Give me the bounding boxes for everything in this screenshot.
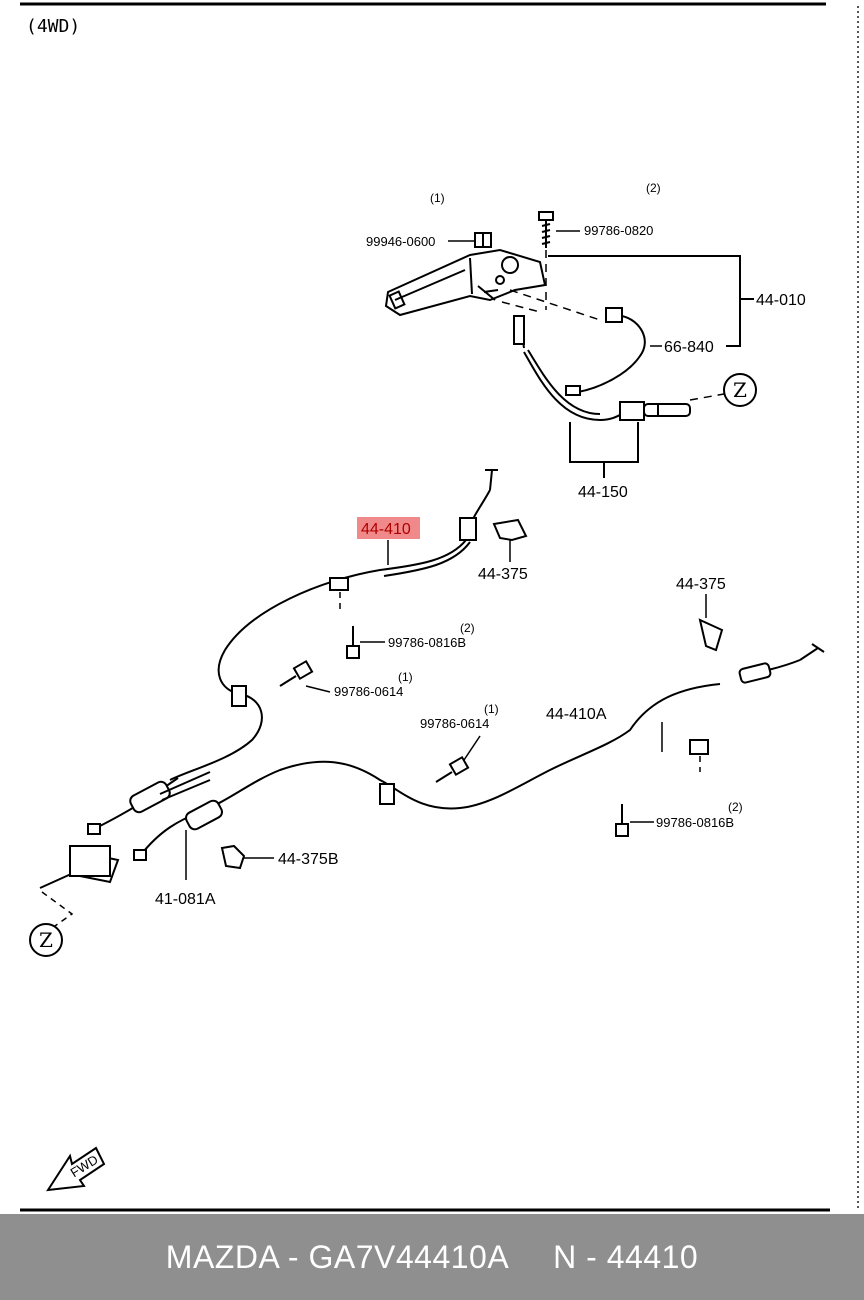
clip-44-375-left — [492, 518, 528, 542]
ref-z-bottom: Z — [39, 928, 53, 952]
variant-label: (4WD) — [26, 16, 80, 37]
bolt-center-qty: (1) — [484, 702, 499, 716]
clip-right-label: 44-375 — [676, 576, 726, 593]
equalizer-41-081A — [39, 771, 211, 889]
harness-66-840 — [565, 307, 646, 396]
rear-cable-44-410 — [87, 469, 498, 835]
bolt-right-part: 99786-0816B — [656, 815, 734, 830]
clip-left-label: 44-375 — [478, 566, 528, 583]
clip-44-375-right — [698, 618, 724, 652]
front-cable-label: 44-150 — [578, 484, 628, 501]
clip-bottom-label: 44-375B — [278, 851, 339, 868]
parking-brake-diagram: (4WD) (1) 99946-0600 (2) 99786-0820 44-0… — [20, 2, 859, 1212]
equalizer-label: 41-081A — [155, 891, 216, 908]
lever-assy-label: 44-010 — [756, 292, 806, 309]
bolt-right-qty: (2) — [728, 800, 743, 814]
bolt-left-qty: (1) — [398, 670, 413, 684]
parking-lever-assembly — [384, 248, 547, 317]
rear-cable-right-label: 44-410A — [546, 706, 607, 723]
ref-z-top: Z — [733, 378, 747, 402]
bolt-99786-0816B-mid — [346, 626, 360, 659]
bolt-99786-0820 — [538, 211, 554, 248]
footer-brand: MAZDA - GA7V44410A — [165, 1238, 510, 1275]
footer-code: N - 44410 — [553, 1238, 699, 1275]
clip-44-375B — [220, 844, 246, 870]
front-cable-44-150 — [513, 315, 691, 422]
ref-z-bottom-circle — [29, 923, 63, 957]
highlight-box — [357, 517, 420, 539]
ref-z-top-circle — [723, 373, 757, 407]
bolt-99786-0816B-right — [615, 804, 629, 837]
nut-top-part: 99946-0600 — [366, 234, 435, 249]
bolt-center-part: 99786-0614 — [420, 716, 489, 731]
bolt-99786-0614-left — [279, 659, 314, 687]
bolt-top-part: 99786-0820 — [584, 223, 653, 238]
rear-cable-44-410A — [133, 643, 825, 861]
bolt-99786-0614-center — [435, 755, 470, 783]
nut-top-qty: (1) — [430, 191, 445, 205]
bolt-mid-part: 99786-0816B — [388, 635, 466, 650]
bolt-mid-qty: (2) — [460, 621, 475, 635]
nut-99946-0600 — [474, 232, 492, 248]
harness-label: 66-840 — [664, 339, 714, 356]
footer-bar: MAZDA - GA7V44410A N - 44410 — [0, 1214, 864, 1300]
bolt-left-part: 99786-0614 — [334, 684, 403, 699]
fwd-arrow-icon — [46, 1146, 106, 1192]
bolt-top-qty: (2) — [646, 181, 661, 195]
rear-cable-left-label: 44-410 — [361, 521, 411, 538]
